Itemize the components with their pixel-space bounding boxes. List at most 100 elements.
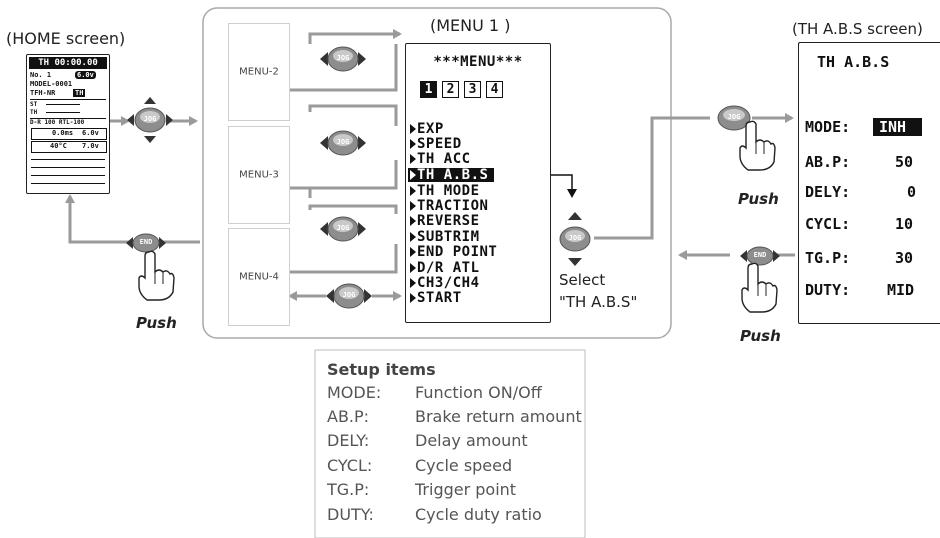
select-text-line2: "TH A.B.S" <box>559 293 637 311</box>
home-lcd: TH 00:00.00 No. 1 6.0v MODEL-0001 TFH-NR… <box>26 54 110 194</box>
page-tab-4[interactable]: 4 <box>486 81 503 98</box>
setup-items-box: Setup items MODE:Function ON/Off AB.P:Br… <box>315 350 585 538</box>
abs-row-abp[interactable]: AB.P: 50 <box>805 153 850 171</box>
arrow-right-icon <box>410 278 416 288</box>
home-th-bar <box>46 112 80 113</box>
home-timer: TH 00:00.00 <box>29 57 107 69</box>
menu1-title: (MENU 1 ) <box>430 16 510 35</box>
setup-title: Setup items <box>327 360 436 379</box>
menu-item-th-abs[interactable]: TH A.B.S <box>408 168 494 182</box>
menu-item-th-mode[interactable]: TH MODE <box>410 184 480 198</box>
abs-key: TG.P: <box>805 249 850 267</box>
home-channel-bars <box>31 154 105 188</box>
submenu-box-menu4: MENU-4 <box>228 228 290 326</box>
setup-item: AB.P:Brake return amount <box>327 407 582 426</box>
hand-pointer-icon <box>135 250 175 302</box>
abs-row-dely[interactable]: DELY: 0 <box>805 183 850 201</box>
menu-item-reverse[interactable]: REVERSE <box>410 214 480 228</box>
submenu-box-menu2: MENU-2 <box>228 23 290 121</box>
jog-4way-button-home[interactable]: JOG <box>127 97 173 143</box>
home-timer-box: 0.0ms 6.0v <box>31 128 107 140</box>
menu-item-exp[interactable]: EXP <box>410 122 444 136</box>
push-label-home: Push <box>136 314 177 332</box>
page-tab-2[interactable]: 2 <box>442 81 459 98</box>
jog-label: JOG <box>326 291 372 299</box>
menu-item-ch3-ch4[interactable]: CH3/CH4 <box>410 276 480 290</box>
jog-label: JOG <box>320 138 366 146</box>
abs-row-tgp[interactable]: TG.P: 30 <box>805 249 850 267</box>
setup-item: TG.P:Trigger point <box>327 480 516 499</box>
jog-lr-button-menu4b[interactable]: JOG <box>326 281 372 311</box>
arrow-right-icon <box>410 170 416 180</box>
page-tab-3[interactable]: 3 <box>464 81 481 98</box>
home-st-label: ST <box>30 101 37 108</box>
jog-ud-button-select[interactable]: JOG <box>557 212 593 266</box>
jog-label: JOG <box>127 115 173 123</box>
abs-row-duty[interactable]: DUTY: MID <box>805 281 850 299</box>
setup-item: MODE:Function ON/Off <box>327 383 542 402</box>
abs-value: MID <box>887 281 914 299</box>
abs-key: DELY: <box>805 183 850 201</box>
menu-item-subtrim[interactable]: SUBTRIM <box>410 230 480 244</box>
hand-pointer-icon <box>738 262 778 314</box>
menu-item-speed[interactable]: SPEED <box>410 137 462 151</box>
jog-label: JOG <box>320 54 366 62</box>
submenu-label: MENU-2 <box>229 67 289 78</box>
home-rx-voltage: 6.0v <box>82 129 99 137</box>
menu-item-traction[interactable]: TRACTION <box>410 199 488 213</box>
page-tab-1[interactable]: 1 <box>420 81 437 98</box>
arrow-right-icon <box>410 232 416 242</box>
menu-item-th-acc[interactable]: TH ACC <box>410 152 471 166</box>
jog-label: JOG <box>320 224 366 232</box>
jog-lr-button-menu3[interactable]: JOG <box>320 128 366 158</box>
jog-lr-button-menu2[interactable]: JOG <box>320 44 366 74</box>
arrow-right-icon <box>410 186 416 196</box>
home-model-name: MODEL-0001 <box>30 80 72 88</box>
menu-item-end-point[interactable]: END POINT <box>410 245 497 259</box>
home-th-label: TH <box>30 109 37 116</box>
arrow-right-icon <box>410 247 416 257</box>
jog-label: JOG <box>557 234 593 242</box>
arrow-right-icon <box>410 124 416 134</box>
submenu-label: MENU-3 <box>229 170 289 181</box>
arrow-right-icon <box>410 154 416 164</box>
home-model-no: No. 1 <box>30 71 51 79</box>
abs-key: AB.P: <box>805 153 850 171</box>
home-lap-time: 0.0ms <box>52 129 73 137</box>
select-text-line1: Select <box>559 271 605 289</box>
setup-item: CYCL:Cycle speed <box>327 456 512 475</box>
setup-item: DUTY:Cycle duty ratio <box>327 505 542 524</box>
push-label-abs: Push <box>738 190 779 208</box>
jog-lr-button-menu4a[interactable]: JOG <box>320 214 366 244</box>
arrow-right-icon <box>410 139 416 149</box>
abs-value: 50 <box>895 153 913 171</box>
abs-lcd: TH A.B.S MODE: INH AB.P: 50 DELY: 0 CYCL… <box>798 42 940 324</box>
abs-value: 10 <box>895 215 913 233</box>
home-st-bar <box>46 104 80 105</box>
home-th-badge: TH <box>73 89 85 97</box>
home-dr-atl: D-R 100 RTL-100 <box>30 119 84 126</box>
menu-item-dr-atl[interactable]: D/R ATL <box>410 261 480 275</box>
abs-value: 0 <box>907 183 916 201</box>
setup-item: DELY:Delay amount <box>327 431 528 450</box>
home-trim-area: ST TH <box>30 99 106 119</box>
abs-key: CYCL: <box>805 215 850 233</box>
abs-key: DUTY: <box>805 281 850 299</box>
abs-row-mode[interactable]: MODE: INH <box>805 118 850 136</box>
abs-header: TH A.B.S <box>817 53 889 71</box>
abs-row-cycl[interactable]: CYCL: 10 <box>805 215 850 233</box>
abs-key: MODE: <box>805 118 850 136</box>
home-screen-title: (HOME screen) <box>6 29 125 48</box>
abs-value: 30 <box>895 249 913 267</box>
home-batt: 7.0v <box>82 142 99 150</box>
menu1-header: ***MENU*** <box>406 54 550 70</box>
submenu-box-menu3: MENU-3 <box>228 126 290 224</box>
menu-item-start[interactable]: START <box>410 291 462 305</box>
end-label: END <box>126 238 166 246</box>
abs-mode-value: INH <box>873 118 922 136</box>
arrow-right-icon <box>410 293 416 303</box>
arrow-right-icon <box>410 263 416 273</box>
hand-pointer-icon <box>736 120 776 172</box>
